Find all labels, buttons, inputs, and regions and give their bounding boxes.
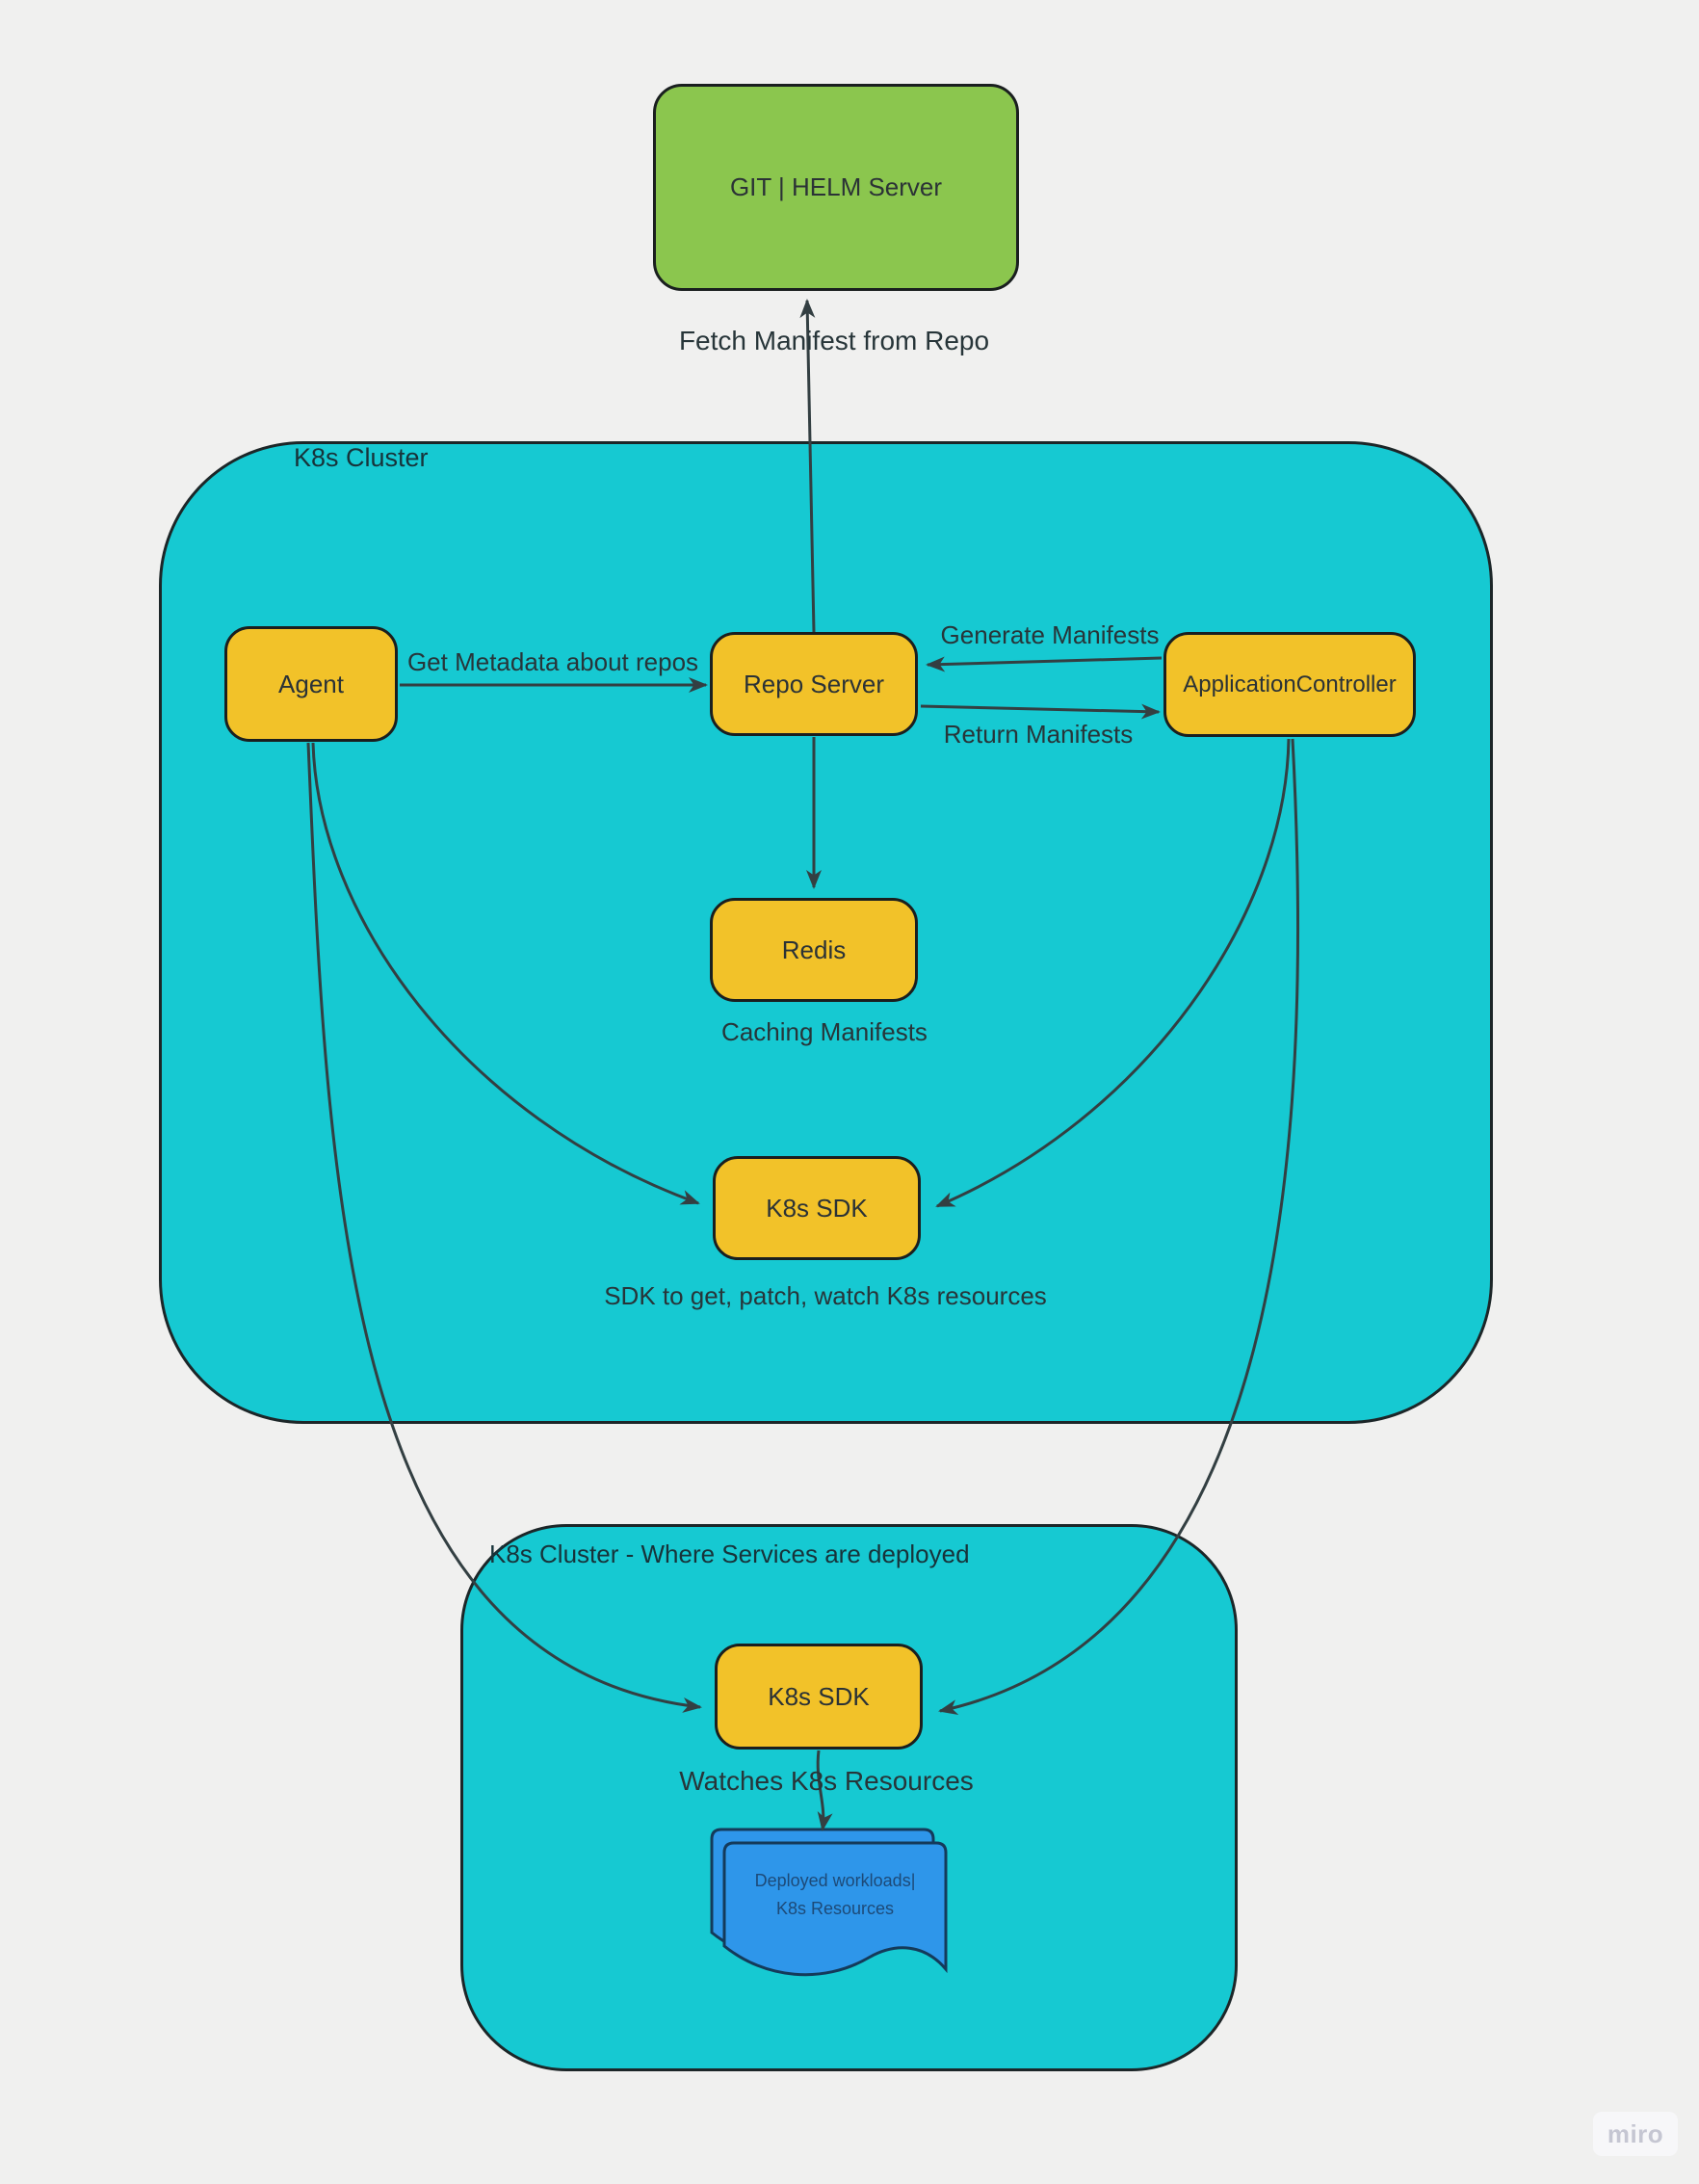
document-workloads-line1: Deployed workloads|	[754, 1871, 916, 1890]
edge-agent-to-k8s-sdk-main[interactable]	[311, 742, 700, 1205]
document-shape-front[interactable]	[722, 1841, 948, 1977]
edge-appcontroller-to-repo-server[interactable]	[926, 656, 1163, 672]
document-workloads-text: Deployed workloads| K8s Resources	[724, 1867, 946, 1923]
node-repo-server-label: Repo Server	[744, 669, 884, 698]
node-git-helm-server-label: GIT | HELM Server	[729, 172, 943, 201]
label-get-metadata: Get Metadata about repos	[406, 647, 699, 676]
node-git-helm-server[interactable]: GIT | HELM Server	[653, 84, 1019, 291]
label-watches-resources: Watches K8s Resources	[679, 1766, 974, 1796]
node-repo-server[interactable]: Repo Server	[710, 632, 918, 736]
node-agent-label: Agent	[278, 669, 344, 698]
node-redis-label: Redis	[781, 934, 847, 964]
cluster-k8s-deploy[interactable]	[460, 1524, 1238, 2071]
cluster-title-deploy: K8s Cluster - Where Services are deploye…	[489, 1539, 970, 1568]
label-fetch-manifest: Fetch Manifest from Repo	[678, 326, 990, 355]
edge-repo-server-to-appcontroller[interactable]	[920, 703, 1161, 720]
node-k8s-sdk-deploy-label: K8s SDK	[768, 1681, 870, 1711]
edge-appcontroller-to-k8s-sdk-deploy[interactable]	[938, 738, 1300, 1716]
edge-agent-to-k8s-sdk-deploy[interactable]	[306, 742, 702, 1713]
label-sdk-description: SDK to get, patch, watch K8s resources	[604, 1281, 1047, 1310]
node-application-controller[interactable]: ApplicationController	[1163, 632, 1416, 737]
node-k8s-sdk-main-label: K8s SDK	[766, 1193, 868, 1223]
node-redis[interactable]: Redis	[710, 898, 918, 1002]
edge-repo-server-to-git-server[interactable]	[799, 299, 816, 633]
edge-appcontroller-to-k8s-sdk-main[interactable]	[935, 738, 1291, 1208]
node-k8s-sdk-deploy[interactable]: K8s SDK	[715, 1644, 923, 1750]
document-workloads-line2: K8s Resources	[775, 1899, 895, 1918]
node-application-controller-label: ApplicationController	[1183, 671, 1397, 697]
node-agent[interactable]: Agent	[224, 626, 398, 742]
miro-watermark-label: miro	[1607, 2118, 1664, 2148]
label-return-manifests: Return Manifests	[943, 720, 1134, 749]
cluster-title-main: K8s Cluster	[294, 443, 429, 472]
miro-watermark[interactable]: miro	[1593, 2112, 1678, 2156]
edge-k8s-sdk-deploy-to-workloads[interactable]	[816, 1750, 833, 1831]
label-caching-manifests: Caching Manifests	[721, 1017, 928, 1046]
label-generate-manifests: Generate Manifests	[940, 620, 1160, 649]
node-k8s-sdk-main[interactable]: K8s SDK	[713, 1156, 921, 1260]
